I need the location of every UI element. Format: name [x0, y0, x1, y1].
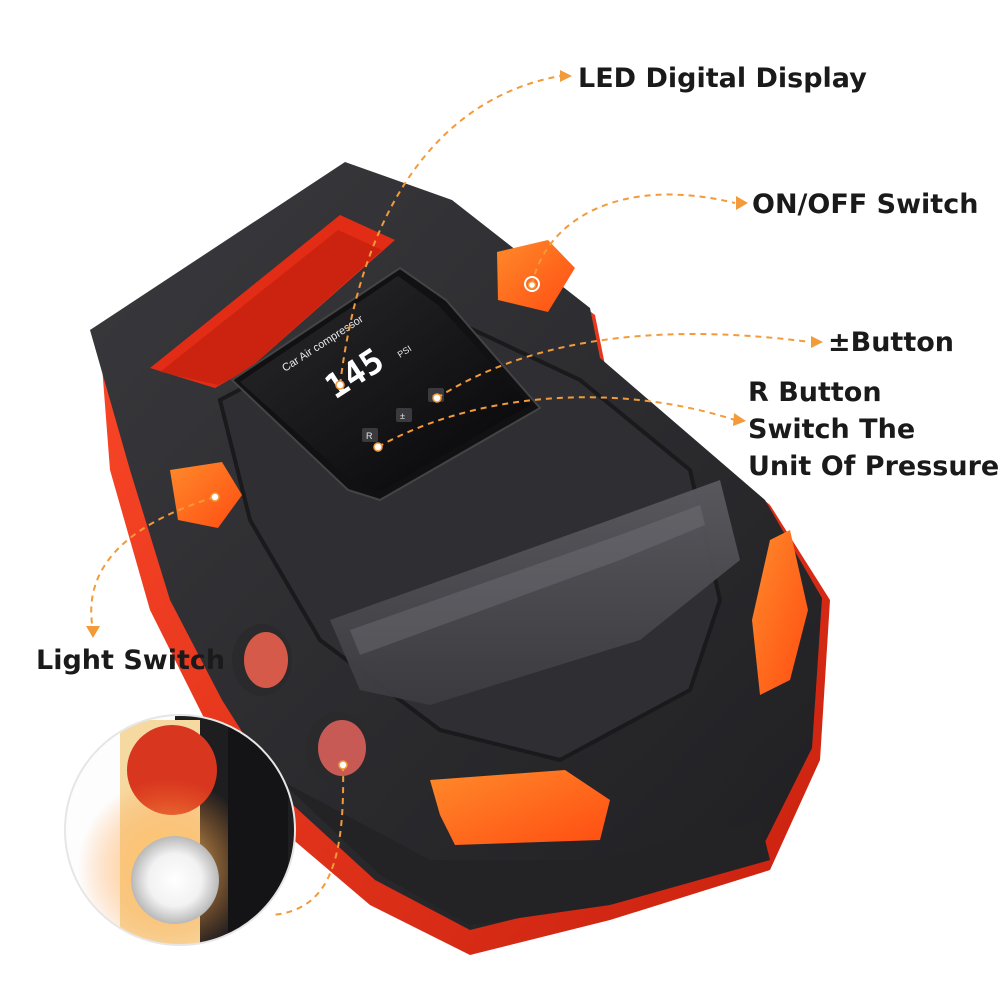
- light-switch-label: Light Switch: [36, 645, 226, 676]
- callout-arrowheads: [86, 70, 823, 638]
- led-callout-line: [339, 75, 561, 386]
- plus-minus-button-label: ±: [400, 411, 405, 421]
- r-arrowhead: [733, 413, 746, 426]
- callout-dots: [210, 280, 537, 770]
- light-arrowhead: [86, 626, 100, 638]
- pm-arrowhead: [811, 336, 823, 348]
- on-off-switch-label: ON/OFF Switch: [752, 189, 979, 220]
- inset-white-lamp: [131, 836, 219, 924]
- led-arrowhead: [560, 70, 572, 82]
- lcd-screen: [240, 276, 530, 492]
- plus-minus-button-key: [396, 408, 412, 422]
- light-switch: [170, 462, 242, 528]
- side-knobs: [232, 624, 370, 784]
- air-hose: [330, 480, 740, 705]
- led-dot: [335, 380, 345, 390]
- onoff-callout-line: [531, 193, 736, 286]
- inset-dot: [338, 760, 348, 770]
- light-dot: [210, 492, 220, 502]
- knob-lower-face: [318, 720, 366, 776]
- r-button-callout-line-2: Switch The: [748, 414, 916, 445]
- orange-accents: [170, 240, 808, 845]
- lower-band: [280, 780, 770, 925]
- onoff-dot: [527, 280, 537, 290]
- led-display-label: LED Digital Display: [578, 63, 867, 94]
- callout-lines: [90, 75, 811, 916]
- on-off-switch: [497, 240, 575, 312]
- handle-inner-shadow: [160, 230, 382, 385]
- pm-dot: [432, 393, 442, 403]
- pm-callout-line: [436, 333, 811, 399]
- r-button-callout-line-3: Unit Of Pressure: [748, 451, 1000, 482]
- lamp-inset-ring: [64, 714, 296, 946]
- r-button-callout: R Button Switch The Unit Of Pressure: [748, 374, 999, 485]
- knob-upper-face: [244, 632, 288, 688]
- plus-minus-button-callout: ±Button: [828, 327, 955, 358]
- hose-highlight: [350, 505, 705, 655]
- on-off-icon: [524, 276, 540, 292]
- onoff-arrowhead: [736, 196, 748, 210]
- r-button-callout-line-1: R Button: [748, 377, 882, 408]
- inset-callout-line: [271, 764, 345, 916]
- front-accent: [430, 770, 610, 845]
- r-button: [362, 428, 378, 442]
- r-button-label: R: [366, 431, 373, 441]
- r-dot: [373, 442, 383, 452]
- side-accent: [752, 530, 808, 695]
- lcd-unit: Car Air compressor 145 PSI R ± ○: [230, 266, 542, 502]
